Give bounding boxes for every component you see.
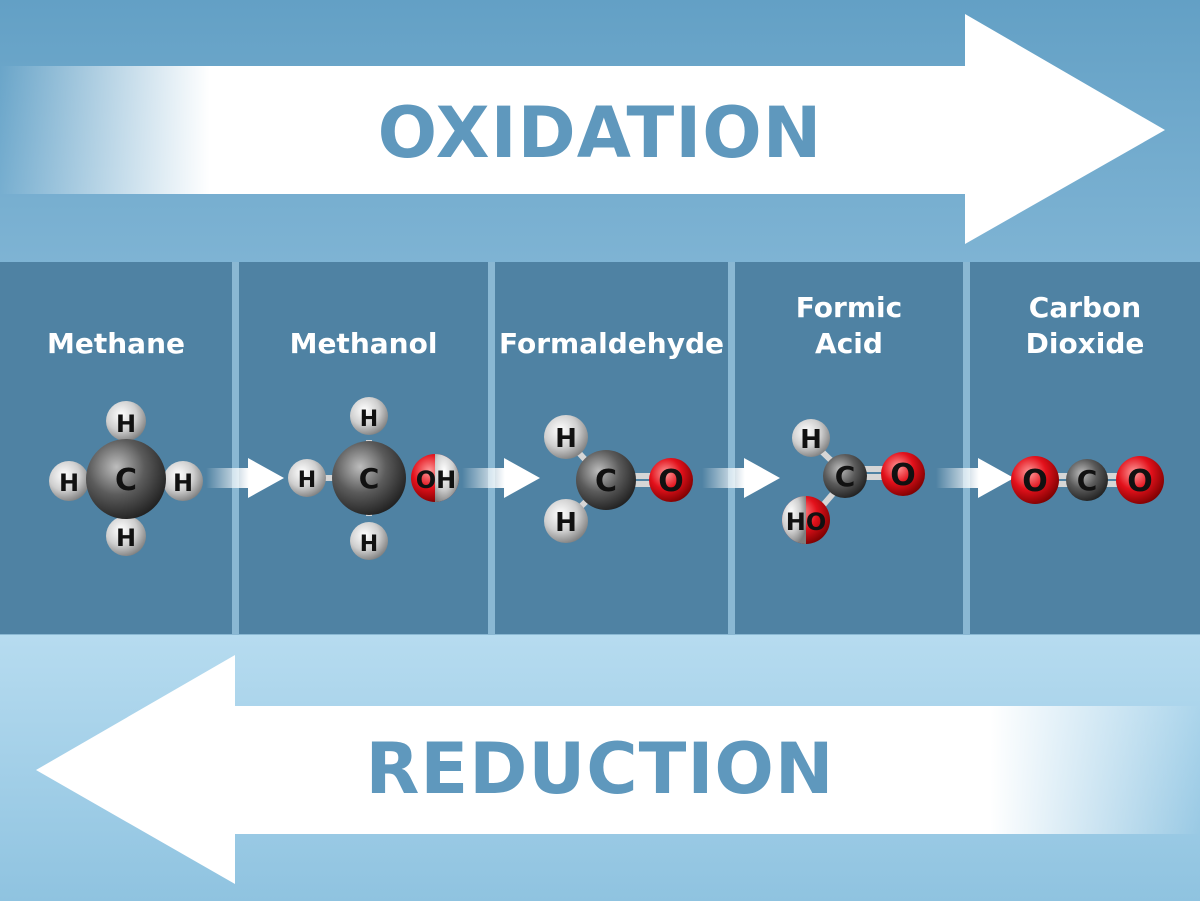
hydrogen-atom [163,461,203,501]
compound-name-methane: Methane [47,327,185,360]
atom-label-o: O [890,458,916,493]
compound-name-formic: Formic [795,291,903,324]
compound-name-formaldehyde: Formaldehyde [499,327,724,360]
atom-label-oh: OH [416,466,457,494]
step-arrow-3 [702,458,780,498]
atom-label-h: H [116,410,136,438]
hydrogen-atom [544,499,588,543]
atom-label-h: H [555,508,577,538]
atom-label-h: H [800,425,822,455]
atom-label-o: O [1022,464,1048,499]
atom-label-h: H [116,524,136,552]
reduction-arrow [36,655,1200,884]
oxygen-atom [1011,456,1059,504]
atom-label-o: O [658,464,684,499]
oxygen-atom [649,458,693,502]
atom-label-c: C [595,464,617,499]
compound-name-acid: Acid [815,327,883,360]
step-arrow-1 [206,458,284,498]
formaldehyde-molecule: H H C O [544,415,693,543]
atom-label-ho: HO [786,508,827,536]
step-arrow-2 [462,458,540,498]
compound-name-carbon: Carbon [1028,291,1142,324]
oxygen-atom [881,452,925,496]
hydrogen-atom [792,419,830,457]
step-arrow-4 [936,458,1014,498]
atom-label-h: H [173,469,193,497]
hydrogen-atom [350,397,388,435]
atom-label-h: H [555,424,577,454]
carbon-atom [86,439,166,519]
methanol-molecule: H H H C OH [288,397,459,560]
carbon-dioxide-molecule: O C O [1011,456,1164,504]
hydrogen-atom [350,522,388,560]
carbon-atom [1066,459,1108,501]
hydrogen-atom [49,461,89,501]
carbon-atom [332,441,406,515]
compound-name-dioxide: Dioxide [1025,327,1145,360]
hydrogen-atom [288,459,326,497]
panel-formaldehyde: Formaldehyde [495,262,728,634]
atom-label-c: C [835,460,856,493]
compound-name-methanol: Methanol [289,327,438,360]
hydroxyl-hydrogen [435,454,459,502]
oxidation-arrow [0,14,1165,244]
panel-formic-acid: Formic Acid [735,262,963,634]
atom-label-h: H [298,468,316,493]
reduction-label: REDUCTION [365,728,835,810]
atom-label-o: O [1127,464,1153,499]
atom-label-c: C [359,462,380,495]
hydrogen-atom [544,415,588,459]
atom-label-h: H [59,469,79,497]
hydrogen-atom [106,401,146,441]
hydrogen-atom [106,516,146,556]
hydroxyl-hydrogen [782,496,806,544]
atom-label-c: C [1077,464,1098,497]
carbon-atom [576,450,636,510]
carbon-atom [823,454,867,498]
formic-acid-molecule: H HO C O [782,419,925,544]
atom-label-c: C [115,463,137,498]
oxygen-atom [1116,456,1164,504]
atom-label-h: H [360,407,378,432]
oxidation-label: OXIDATION [377,92,823,174]
methane-molecule: H H H H C [49,401,203,556]
atom-label-h: H [360,532,378,557]
panel-carbon-dioxide: Carbon Dioxide [970,262,1200,634]
